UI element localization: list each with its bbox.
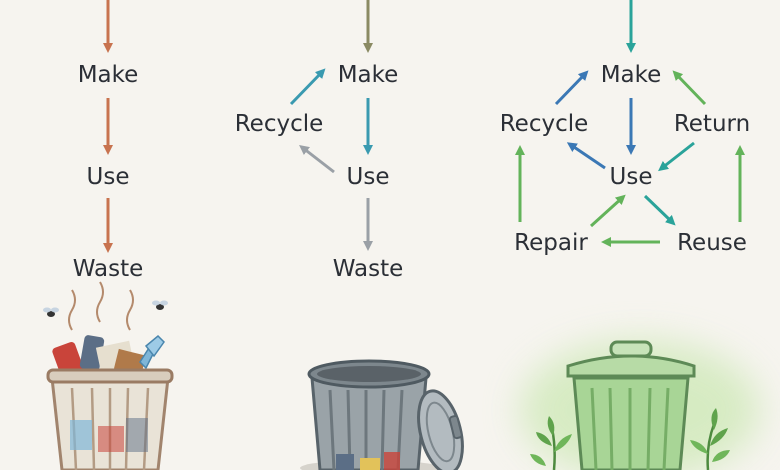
can-opening bbox=[317, 366, 421, 382]
overflowing-trash-bin-icon bbox=[43, 281, 174, 470]
inner-trash bbox=[70, 420, 92, 450]
inner-trash bbox=[126, 418, 148, 452]
recycling-arrow-recycle-make bbox=[289, 68, 326, 106]
linear-waste-label: Waste bbox=[73, 256, 144, 282]
linear-use-label: Use bbox=[87, 164, 130, 190]
open-metal-trash-can-icon bbox=[300, 359, 464, 470]
circular-repair-label: Repair bbox=[514, 230, 588, 256]
stink-lines bbox=[68, 281, 134, 331]
circular-arrow-return-use bbox=[658, 141, 695, 172]
can-item bbox=[79, 335, 105, 371]
circular-make-label: Make bbox=[601, 62, 662, 88]
inner-trash bbox=[98, 426, 124, 452]
recycling-waste-label: Waste bbox=[333, 256, 404, 282]
fly-icon bbox=[152, 300, 168, 310]
circular-recycle-label: Recycle bbox=[500, 111, 589, 137]
circular-use-label: Use bbox=[610, 164, 653, 190]
circular-reuse-label: Reuse bbox=[677, 230, 747, 256]
circular-arrow-repair-use bbox=[589, 194, 626, 228]
bin-lid bbox=[566, 354, 696, 378]
recycling-recycle-label: Recycle bbox=[235, 111, 324, 137]
plant-sprig-icon bbox=[530, 416, 572, 470]
plant-sprig-icon bbox=[690, 408, 730, 470]
recycling-flow: Make Recycle Use Waste bbox=[235, 0, 404, 282]
lid-handle bbox=[609, 340, 653, 358]
recycling-arrow-use-recycle bbox=[299, 144, 335, 174]
inner-trash bbox=[384, 452, 400, 470]
can-lid bbox=[417, 389, 464, 470]
recycling-make-label: Make bbox=[338, 62, 399, 88]
green-bin-with-plants-icon bbox=[530, 340, 730, 470]
circular-arrow-use-reuse bbox=[643, 194, 676, 226]
linear-make-label: Make bbox=[78, 62, 139, 88]
circular-arrow-return-make bbox=[672, 70, 707, 106]
fly-icon bbox=[43, 307, 59, 317]
circular-arrow-use-recycle bbox=[566, 142, 606, 170]
bin-ribs bbox=[590, 387, 670, 470]
circular-return-label: Return bbox=[674, 111, 750, 137]
linear-flow: Make Use Waste bbox=[73, 0, 144, 282]
recycling-use-label: Use bbox=[347, 164, 390, 190]
bottle-item bbox=[144, 334, 165, 358]
circular-flow: Make Recycle Return Use Repair Reuse bbox=[500, 0, 750, 256]
inner-trash bbox=[360, 458, 380, 470]
bin-rim bbox=[46, 368, 174, 384]
circular-arrow-recycle-make bbox=[554, 70, 589, 106]
inner-trash bbox=[336, 454, 354, 470]
